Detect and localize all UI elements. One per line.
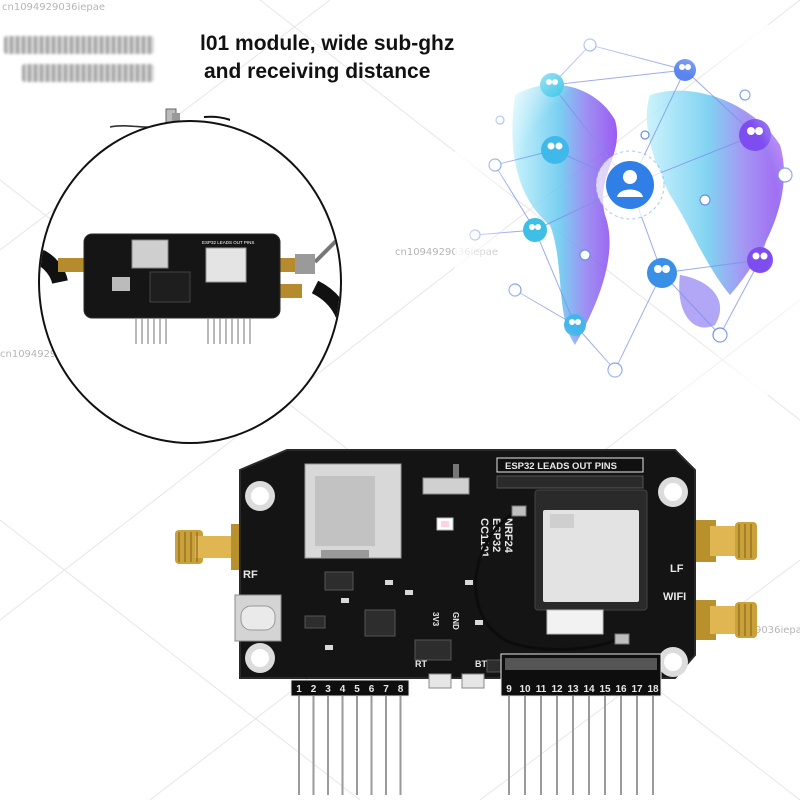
pin-number: 6 xyxy=(369,684,375,695)
board-inset: ESP32 LEADS OUT PINS xyxy=(40,233,340,344)
pin-number: 16 xyxy=(615,684,627,695)
pin-number: 5 xyxy=(354,684,360,695)
pin-number: 3 xyxy=(325,684,331,695)
pigtail-cable xyxy=(474,508,616,651)
boot-button xyxy=(461,673,485,689)
pin-number: 7 xyxy=(383,684,389,695)
pin-number: 15 xyxy=(599,684,611,695)
pins-right: 9 10 11 12 13 14 15 16 17 18 xyxy=(506,684,659,795)
reset-button xyxy=(428,673,452,689)
pin-number: 18 xyxy=(647,684,659,695)
inset-header-label: ESP32 LEADS OUT PINS xyxy=(202,240,254,245)
pin-number: 8 xyxy=(398,684,404,695)
headline-line-1: l01 module, wide sub-ghz xyxy=(200,32,455,55)
obscured-text xyxy=(22,64,154,82)
gnd-label: GND xyxy=(451,612,460,630)
pin-number: 1 xyxy=(296,684,302,695)
rt-label: RT xyxy=(415,659,427,669)
pin-number: 9 xyxy=(506,684,512,695)
watermark: cn1094929036iepae xyxy=(0,349,104,360)
network-globe xyxy=(455,25,800,395)
v33-label: 3V3 xyxy=(431,612,440,627)
obscured-text xyxy=(4,36,154,54)
pin-number: 17 xyxy=(631,684,643,695)
pin-header-left xyxy=(290,679,410,697)
pin-number: 2 xyxy=(311,684,317,695)
pin-number: 12 xyxy=(551,684,563,695)
pcb-board: ESP32 LEADS OUT PINS NRF24 ESP32 CC1101 … xyxy=(175,449,757,795)
slide-switch xyxy=(422,477,470,495)
board-inset-circle: ESP32 LEADS OUT PINS xyxy=(38,120,342,444)
chip-label: NRF24 xyxy=(502,518,514,554)
header-pins-label: ESP32 LEADS OUT PINS xyxy=(505,461,617,472)
rf-label: RF xyxy=(243,569,258,581)
watermark: cn1094929036iepae xyxy=(2,2,106,13)
pin-number: 13 xyxy=(567,684,579,695)
pin-number: 10 xyxy=(519,684,531,695)
pin-number: 4 xyxy=(340,684,346,695)
pin-number: 11 xyxy=(536,684,547,695)
mounting-hole xyxy=(245,477,688,677)
lf-label: LF xyxy=(670,563,684,575)
pin-number: 14 xyxy=(583,684,595,695)
headline-line-2: and receiving distance xyxy=(204,60,431,83)
sd-card-slot xyxy=(304,463,402,559)
esp32-module xyxy=(534,489,648,611)
label-sticker xyxy=(546,609,604,635)
bt-label: BT xyxy=(475,659,487,669)
watermark: cn1094929036iepae xyxy=(395,247,499,258)
chip-label: CC1101 xyxy=(478,518,490,558)
wifi-label: WIFI xyxy=(663,591,686,603)
